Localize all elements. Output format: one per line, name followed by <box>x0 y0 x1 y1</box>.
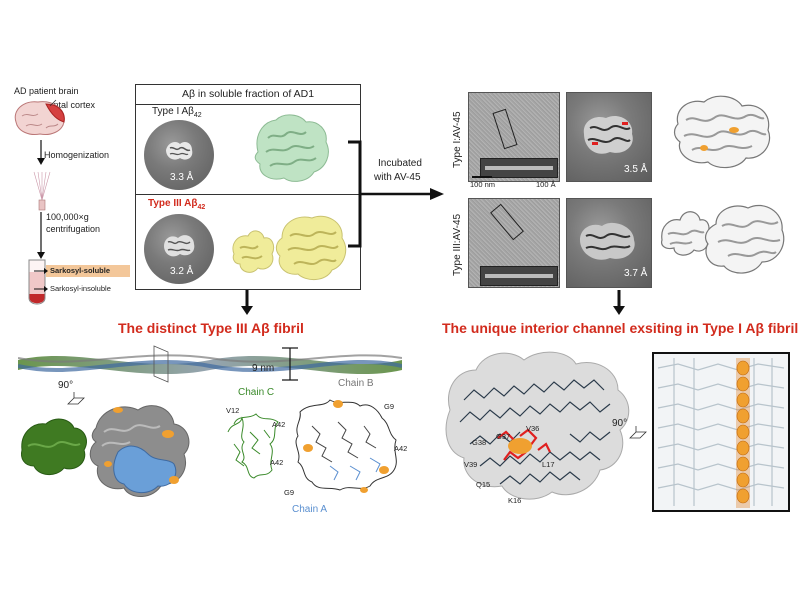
residue-label: A42 <box>394 444 408 453</box>
down-arrow-left-icon <box>241 290 253 315</box>
incubation-label-line2: with AV-45 <box>374 172 421 183</box>
scalebar-100nm <box>472 176 492 178</box>
sarkosyl-soluble-label: Sarkosyl-soluble <box>50 266 111 275</box>
type3-av45-3d-map <box>661 204 785 274</box>
type3-av45-label: Type III:AV-45 <box>452 213 463 276</box>
homogenizer-icon <box>33 171 51 211</box>
soluble-panel-header: Aβ in soluble fraction of AD1 <box>136 85 360 105</box>
residue-label: L17 <box>542 460 555 469</box>
residue-label: G38 <box>472 438 487 447</box>
type1-fibril-strip-line <box>485 166 553 170</box>
residue-label: G9 <box>284 488 295 497</box>
type1-subscript: 42 <box>193 112 202 119</box>
bottom-left-title: The distinct Type III Aβ fibril <box>118 320 304 336</box>
channel-side-view <box>652 352 790 512</box>
rotation-icon <box>629 426 647 439</box>
residue-label: G9 <box>384 402 395 411</box>
type1-density-map <box>254 114 329 182</box>
sarkosyl-insoluble-label: Sarkosyl-insoluble <box>50 284 111 293</box>
down-arrow-icon <box>37 140 45 165</box>
residue-label: V39 <box>464 460 478 469</box>
type1-label-text: Type I Aβ <box>152 106 194 117</box>
fibril-side-view <box>18 345 402 383</box>
homogenization-label: Homogenization <box>44 150 110 160</box>
type3-atomic-model <box>227 399 397 493</box>
down-arrow-right-icon <box>613 290 625 315</box>
arrow-right-icon <box>34 286 48 292</box>
residue-label: G37 <box>496 432 511 441</box>
bottom-right-title: The unique interior channel exsiting in … <box>442 320 799 336</box>
type3-resolution: 3.2 Å <box>170 266 194 277</box>
type3-fibril-crosssection-map <box>21 405 190 497</box>
type1-channel-crosssection <box>445 351 630 500</box>
type1-av45-resolution: 3.5 Å <box>624 164 648 175</box>
residue-label: V12 <box>226 406 240 415</box>
scalebar-100nm-label: 100 nm <box>470 180 496 189</box>
frontal-cortex-label: Frontal cortex <box>40 100 96 110</box>
centrifugation-speed-label: 100,000×g <box>46 212 89 222</box>
type3-av45-density <box>580 222 635 260</box>
residue-label: K16 <box>508 496 522 505</box>
type3-label: Type III Aβ42 <box>148 198 205 211</box>
centrifuge-tube-icon <box>28 259 46 305</box>
residue-label: Q15 <box>476 480 491 489</box>
type3-av45-resolution: 3.7 Å <box>624 268 648 279</box>
down-arrow-icon <box>37 212 45 259</box>
rotation-icon <box>67 392 85 405</box>
chain-c-label: Chain C <box>238 387 275 398</box>
type3-subscript: 42 <box>197 204 206 211</box>
type3-label-text: Type III Aβ <box>148 198 198 209</box>
sarkosyl-soluble-highlight <box>46 265 130 277</box>
rotation-label-right: 90° <box>612 418 628 429</box>
type3-density-map <box>232 215 347 280</box>
centrifugation-label: centrifugation <box>46 224 101 234</box>
type1-resolution: 3.3 Å <box>170 172 194 183</box>
type3-fibril-strip-line <box>485 274 553 278</box>
arrow-right-icon <box>34 268 48 274</box>
type1-density-blob <box>166 142 193 160</box>
type1-fibril-strip <box>480 158 558 178</box>
type1-av45-label: Type I:AV-45 <box>452 111 463 168</box>
residue-label: A42 <box>272 420 286 429</box>
rotation-label-left: 90° <box>58 380 74 391</box>
type1-section <box>135 102 361 195</box>
residue-label: A42 <box>270 458 284 467</box>
type3-fibril-strip <box>480 266 558 286</box>
incubation-label-line1: Incubated <box>378 158 422 169</box>
brain-icon <box>14 99 65 135</box>
type1-av45-3d-map <box>673 95 771 169</box>
chain-a-label: Chain A <box>292 504 328 515</box>
type1-av45-density <box>583 115 633 154</box>
type3-density-blob <box>164 235 195 257</box>
channel-side-view-graphic <box>657 358 785 508</box>
incubation-bracket <box>348 140 444 248</box>
scalebar-100A-label: 100 Å <box>536 180 556 189</box>
fibril-width-label: 9 nm <box>252 363 275 374</box>
ad-patient-brain-label: AD patient brain <box>14 86 79 96</box>
chain-b-label: Chain B <box>338 378 374 389</box>
type1-label: Type I Aβ42 <box>152 106 202 119</box>
residue-label: V36 <box>526 424 540 433</box>
